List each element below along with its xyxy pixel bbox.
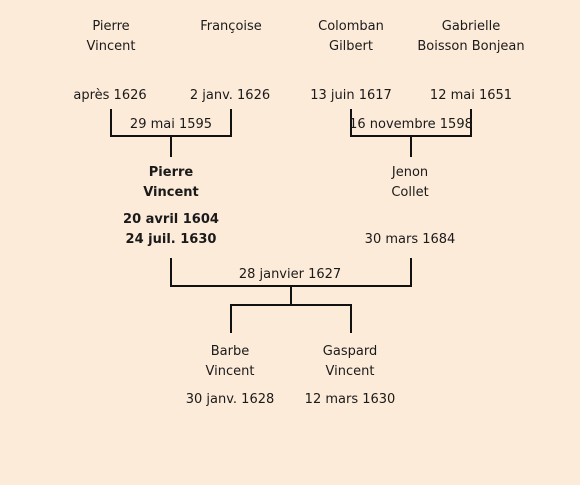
person-last-name: Boisson Bonjean: [417, 39, 525, 54]
person-maternal-grandfather: Colomban Gilbert: [318, 17, 384, 57]
person-last-name: Vincent: [86, 39, 136, 54]
person-first-name: Gaspard: [322, 344, 378, 359]
person-maternal-grandmother: Gabrielle Boisson Bonjean: [417, 17, 524, 57]
person-first-name: Jenon: [391, 165, 429, 180]
person-mother: Jenon Collet: [391, 163, 428, 203]
person-first-name: Barbe: [210, 344, 250, 359]
person-child: Gaspard Vincent: [323, 342, 377, 382]
person-last-name: Vincent: [325, 364, 375, 379]
person-dates: 20 avril 1604 24 juil. 1630: [123, 210, 219, 250]
person-paternal-grandfather: Pierre Vincent: [87, 17, 136, 57]
person-date: 30 janv. 1628: [185, 392, 275, 407]
birth-date: 20 avril 1604: [123, 212, 219, 227]
person-date: après 1626: [73, 88, 147, 103]
person-last-name: Collet: [391, 185, 429, 200]
person-date: 30 mars 1684: [364, 232, 456, 247]
person-last-name: Gilbert: [329, 39, 373, 54]
person-date: 2 janv. 1626: [189, 88, 271, 103]
person-date: 12 mars 1630: [304, 392, 396, 407]
person-first-name: Gabrielle: [441, 19, 501, 34]
marriage-date: 16 novembre 1598: [349, 117, 473, 132]
death-date: 24 juil. 1630: [125, 232, 217, 247]
marriage-date: 28 janvier 1627: [238, 267, 342, 282]
person-last-name: Vincent: [205, 364, 255, 379]
person-first-name: Colomban: [318, 19, 384, 34]
person-father: Pierre Vincent: [143, 163, 199, 203]
person-date: 13 juin 1617: [310, 88, 392, 103]
person-last-name: Vincent: [143, 185, 199, 200]
person-date: 12 mai 1651: [429, 88, 513, 103]
person-first-name: Pierre: [148, 165, 194, 180]
person-paternal-grandmother: Françoise: [200, 17, 262, 37]
person-first-name: Pierre: [92, 19, 130, 34]
marriage-date: 29 mai 1595: [129, 117, 213, 132]
person-child: Barbe Vincent: [206, 342, 255, 382]
person-first-name: Françoise: [200, 19, 262, 34]
